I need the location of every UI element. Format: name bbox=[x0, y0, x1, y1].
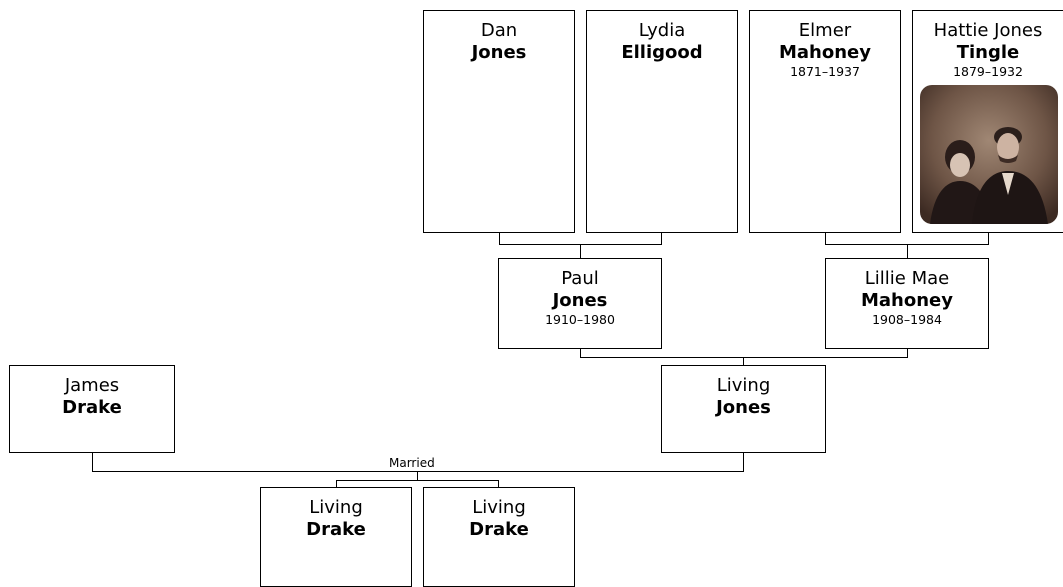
given-name: Hattie Jones bbox=[933, 20, 1043, 41]
person-card-hattie-tingle[interactable]: Hattie Jones Tingle 1879–1932 bbox=[912, 10, 1063, 233]
connector-line bbox=[92, 452, 93, 471]
surname: Mahoney bbox=[779, 42, 871, 63]
person-card-paul-jones[interactable]: Paul Jones 1910–1980 bbox=[498, 258, 662, 349]
life-dates: 1871–1937 bbox=[790, 64, 860, 79]
connector-line bbox=[907, 244, 908, 259]
connector-line bbox=[336, 480, 337, 488]
connector-line bbox=[417, 471, 418, 480]
surname: Drake bbox=[306, 519, 366, 540]
surname: Jones bbox=[471, 42, 527, 63]
person-card-elmer-mahoney[interactable]: Elmer Mahoney 1871–1937 bbox=[749, 10, 901, 233]
person-card-lydia-elligood[interactable]: Lydia Elligood bbox=[586, 10, 738, 233]
surname: Mahoney bbox=[861, 290, 953, 311]
given-name: Living bbox=[309, 497, 363, 518]
person-card-james-drake[interactable]: James Drake bbox=[9, 365, 175, 453]
connector-line bbox=[336, 480, 499, 481]
surname: Drake bbox=[469, 519, 529, 540]
given-name: Living bbox=[716, 375, 771, 396]
connector-line bbox=[580, 244, 581, 259]
connector-line bbox=[498, 480, 499, 488]
surname: Elligood bbox=[621, 42, 703, 63]
person-card-living-drake-1[interactable]: Living Drake bbox=[260, 487, 412, 587]
connector-line bbox=[580, 348, 581, 357]
person-card-lillie-mahoney[interactable]: Lillie Mae Mahoney 1908–1984 bbox=[825, 258, 989, 349]
given-name: Paul bbox=[561, 268, 599, 289]
connector-line bbox=[988, 232, 989, 244]
life-dates: 1910–1980 bbox=[545, 312, 615, 327]
connector-line bbox=[825, 232, 826, 244]
given-name: Lydia bbox=[638, 20, 686, 41]
person-card-living-jones[interactable]: Living Jones bbox=[661, 365, 826, 453]
family-tree: Married Dan Jones Lydia Elligood Elmer M… bbox=[9, 10, 1063, 587]
life-dates: 1879–1932 bbox=[953, 64, 1023, 79]
connector-line bbox=[743, 357, 744, 366]
connector-line bbox=[92, 471, 744, 472]
surname: Jones bbox=[552, 290, 608, 311]
surname: Drake bbox=[62, 397, 122, 418]
surname: Tingle bbox=[956, 42, 1020, 63]
portrait-photo[interactable] bbox=[920, 85, 1058, 224]
life-dates: 1908–1984 bbox=[872, 312, 942, 327]
connector-line bbox=[907, 348, 908, 357]
connector-line bbox=[580, 357, 908, 358]
surname: Jones bbox=[716, 397, 771, 418]
married-label: Married bbox=[387, 456, 437, 470]
person-card-living-drake-2[interactable]: Living Drake bbox=[423, 487, 575, 587]
given-name: Elmer bbox=[798, 20, 852, 41]
given-name: Lillie Mae bbox=[864, 268, 950, 289]
given-name: Living bbox=[472, 497, 526, 518]
given-name: James bbox=[64, 375, 120, 396]
connector-line bbox=[499, 232, 500, 244]
connector-line bbox=[661, 232, 662, 244]
person-card-dan-jones[interactable]: Dan Jones bbox=[423, 10, 575, 233]
connector-line bbox=[743, 452, 744, 471]
given-name: Dan bbox=[480, 20, 518, 41]
portrait-image bbox=[920, 85, 1058, 224]
